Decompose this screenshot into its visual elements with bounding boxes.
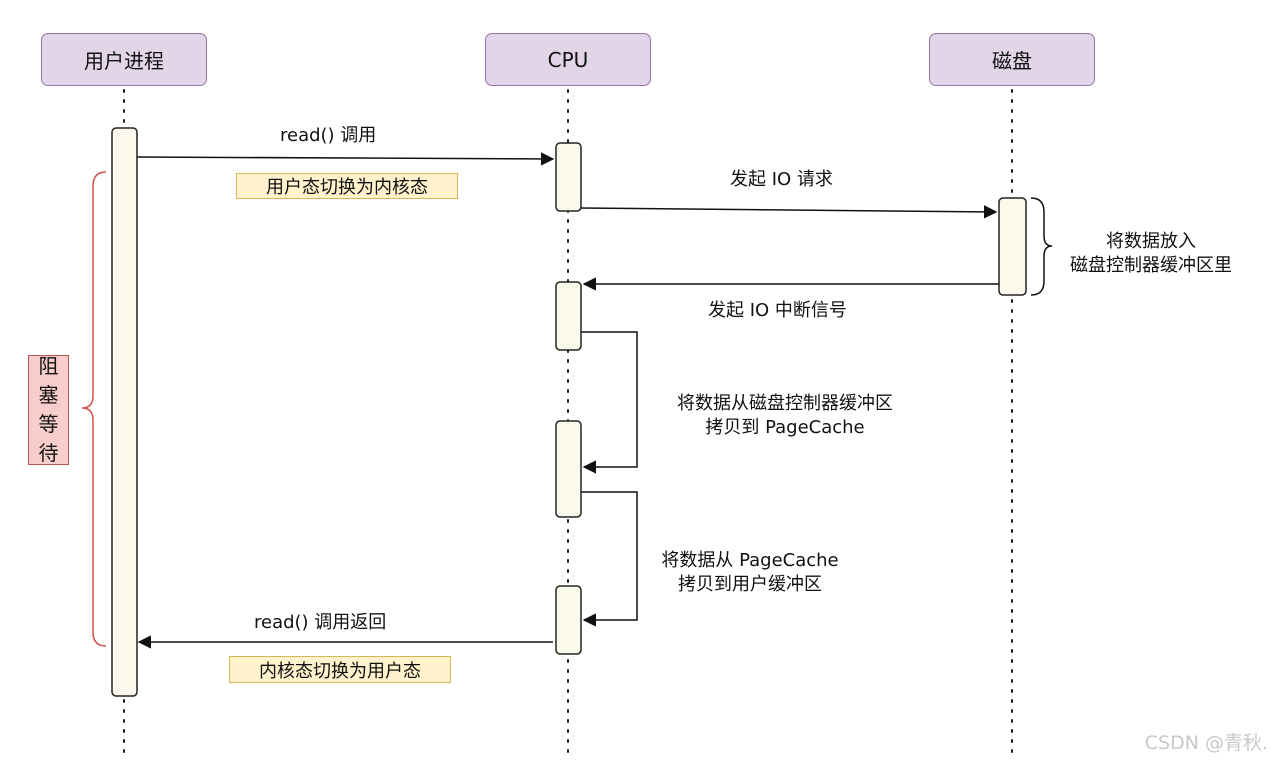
note-user-to-kernel-text: 用户态切换为内核态 [266,177,428,198]
annotation-disk-buffer-line2: 磁盘控制器缓冲区里 [1070,255,1232,276]
activation-user [111,127,138,697]
label-read-call: read() 调用 [280,125,377,146]
annotation-copy-to-user-line1: 将数据从 PageCache [661,550,839,571]
activation-cpu-4 [555,585,582,655]
annotation-copy-to-pagecache: 将数据从磁盘控制器缓冲区 拷贝到 PageCache [646,392,924,440]
blocking-char-3: 等 [38,412,59,436]
brace-blocking [81,171,107,647]
blocking-char-2: 塞 [38,383,59,407]
annotation-copy-to-user: 将数据从 PageCache 拷贝到用户缓冲区 [644,549,856,597]
activation-disk [998,197,1027,296]
arrow-read-call [136,152,555,166]
label-read-return: read() 调用返回 [254,612,387,633]
annotation-disk-buffer-line1: 将数据放入 [1106,231,1196,252]
annotation-disk-buffer: 将数据放入 磁盘控制器缓冲区里 [1050,230,1252,278]
blocking-char-4: 待 [38,441,59,465]
arrow-copy-to-user [581,491,638,627]
note-kernel-to-user-text: 内核态切换为用户态 [259,660,421,682]
annotation-copy-to-pagecache-line1: 将数据从磁盘控制器缓冲区 [677,393,893,414]
participant-user-label: 用户进程 [84,49,164,73]
participant-cpu-label: CPU [547,47,589,72]
note-blocking-wait: 阻 塞 等 待 [28,354,69,465]
label-io-interrupt: 发起 IO 中断信号 [708,300,847,321]
annotation-copy-to-pagecache-line2: 拷贝到 PageCache [705,417,865,438]
label-io-request: 发起 IO 请求 [730,169,833,190]
activation-cpu-3 [555,420,582,518]
note-kernel-to-user: 内核态切换为用户态 [229,656,451,683]
activation-cpu-2 [555,281,582,351]
watermark: CSDN @青秋. [1144,732,1268,754]
arrow-copy-to-pagecache [581,331,638,474]
arrow-io-request [580,205,998,219]
participant-cpu: CPU [485,33,651,86]
brace-disk-buffer [1030,197,1053,296]
activation-cpu-1 [555,142,582,212]
participant-disk: 磁盘 [929,33,1095,86]
annotation-copy-to-user-line2: 拷贝到用户缓冲区 [678,574,822,595]
participant-user-process: 用户进程 [41,33,207,86]
participant-disk-label: 磁盘 [992,49,1032,73]
note-user-to-kernel: 用户态切换为内核态 [236,173,458,199]
blocking-char-1: 阻 [38,354,59,378]
